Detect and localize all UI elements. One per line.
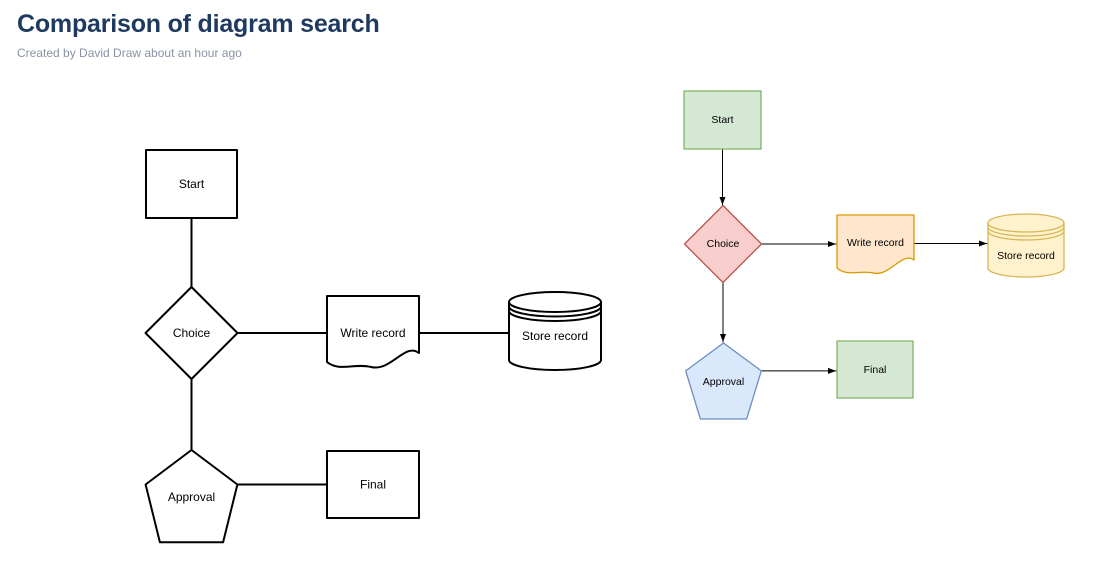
- left-final-rectangle: [326, 450, 420, 519]
- right-start-rectangle: [683, 90, 762, 150]
- right-final-rectangle: [836, 340, 914, 399]
- diagram-left[interactable]: Start Choice Write record Store record: [144, 149, 602, 544]
- left-choice-label: Choice: [173, 326, 211, 340]
- right-node-start: Start: [683, 90, 762, 150]
- right-start-label: Start: [711, 114, 733, 126]
- left-store-record-cylinder-rims: [508, 301, 602, 322]
- right-store-record-cylinder-rims: [987, 222, 1065, 241]
- right-approval-pentagon: [685, 342, 762, 420]
- left-node-choice: Choice: [144, 286, 239, 380]
- left-node-approval: Approval: [144, 449, 239, 544]
- left-approval-pentagon: [144, 449, 239, 544]
- right-node-approval: Approval: [685, 342, 762, 420]
- left-choice-diamond: [144, 286, 239, 380]
- left-write-record-document: [326, 295, 420, 369]
- diagram-right[interactable]: Start Choice Write record Store record: [683, 90, 1065, 420]
- left-node-write-record: Write record: [326, 295, 420, 369]
- left-node-store-record: Store record: [508, 291, 602, 371]
- right-choice-diamond: [683, 204, 763, 284]
- left-store-record-label: Store record: [522, 329, 588, 343]
- left-node-final: Final: [326, 450, 420, 519]
- right-node-store-record: Store record: [987, 213, 1065, 278]
- right-node-choice: Choice: [683, 204, 763, 284]
- left-edges: [190, 217, 510, 486]
- page-title: Comparison of diagram search: [17, 10, 380, 38]
- left-final-label: Final: [360, 478, 386, 492]
- right-write-record-document: [836, 214, 915, 274]
- right-approval-label: Approval: [703, 376, 744, 388]
- right-store-record-label: Store record: [997, 250, 1055, 262]
- page-byline: Created by David Draw about an hour ago: [17, 46, 242, 60]
- left-approval-label: Approval: [168, 490, 215, 504]
- left-start-rectangle: [145, 149, 238, 219]
- page-header: Comparison of diagram search Created by …: [17, 9, 380, 60]
- right-choice-label: Choice: [707, 238, 740, 250]
- left-node-start: Start: [145, 149, 238, 219]
- right-final-label: Final: [864, 364, 887, 376]
- right-store-record-cylinder: [987, 213, 1065, 278]
- right-node-final: Final: [836, 340, 914, 399]
- right-write-record-label: Write record: [847, 237, 904, 249]
- left-write-record-label: Write record: [340, 326, 405, 340]
- right-edges: [719, 148, 988, 374]
- right-node-write-record: Write record: [836, 214, 915, 274]
- left-start-label: Start: [179, 177, 205, 191]
